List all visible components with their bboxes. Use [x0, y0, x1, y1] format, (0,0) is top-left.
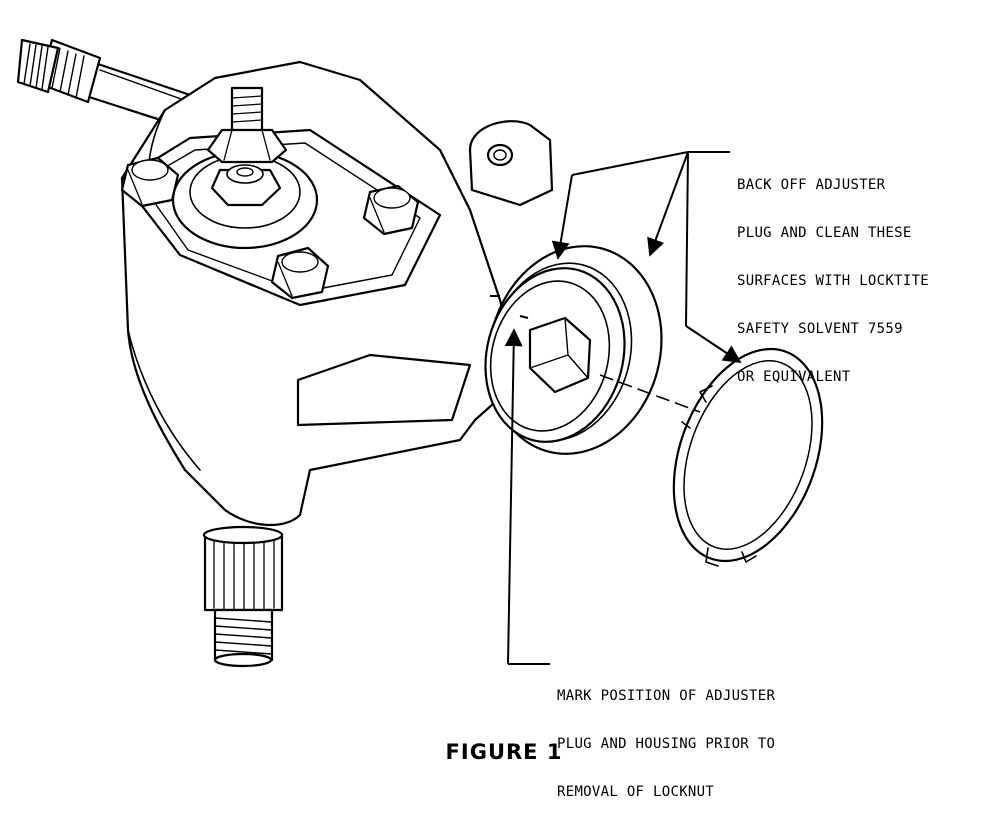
- callout-line: MARK POSITION OF ADJUSTER: [557, 688, 776, 704]
- callout-clean-surfaces: BACK OFF ADJUSTER PLUG AND CLEAN THESE S…: [737, 145, 929, 401]
- leader-lines-top: [551, 151, 742, 363]
- callout-line: REMOVAL OF LOCKNUT: [557, 784, 715, 800]
- cover-bolt-left: [120, 156, 180, 208]
- cover-bolt-right: [362, 184, 420, 236]
- mounting-ear: [468, 120, 554, 207]
- cover-bolt-top: [206, 86, 288, 164]
- figure-caption: FIGURE 1: [445, 740, 563, 764]
- callout-line: PLUG AND CLEAN THESE: [737, 225, 912, 241]
- callout-line: PLUG AND HOUSING PRIOR TO: [557, 736, 776, 752]
- cover-bolt-bottom: [270, 246, 330, 300]
- callout-line: OR EQUIVALENT: [737, 369, 851, 385]
- sector-shaft: [202, 525, 284, 668]
- callout-line: BACK OFF ADJUSTER: [737, 177, 886, 193]
- leader-lines-bottom: [490, 295, 550, 665]
- adjusting-screw: [171, 150, 319, 250]
- callout-line: SURFACES WITH LOCKTITE: [737, 273, 930, 289]
- center-line: [599, 374, 701, 413]
- steering-gear-diagram: [16, 38, 824, 668]
- adjuster-plug: [484, 267, 626, 443]
- callout-line: SAFETY SOLVENT 7559: [737, 321, 903, 337]
- callout-mark-position: MARK POSITION OF ADJUSTER PLUG AND HOUSI…: [557, 656, 775, 816]
- lock-nut: [672, 347, 824, 567]
